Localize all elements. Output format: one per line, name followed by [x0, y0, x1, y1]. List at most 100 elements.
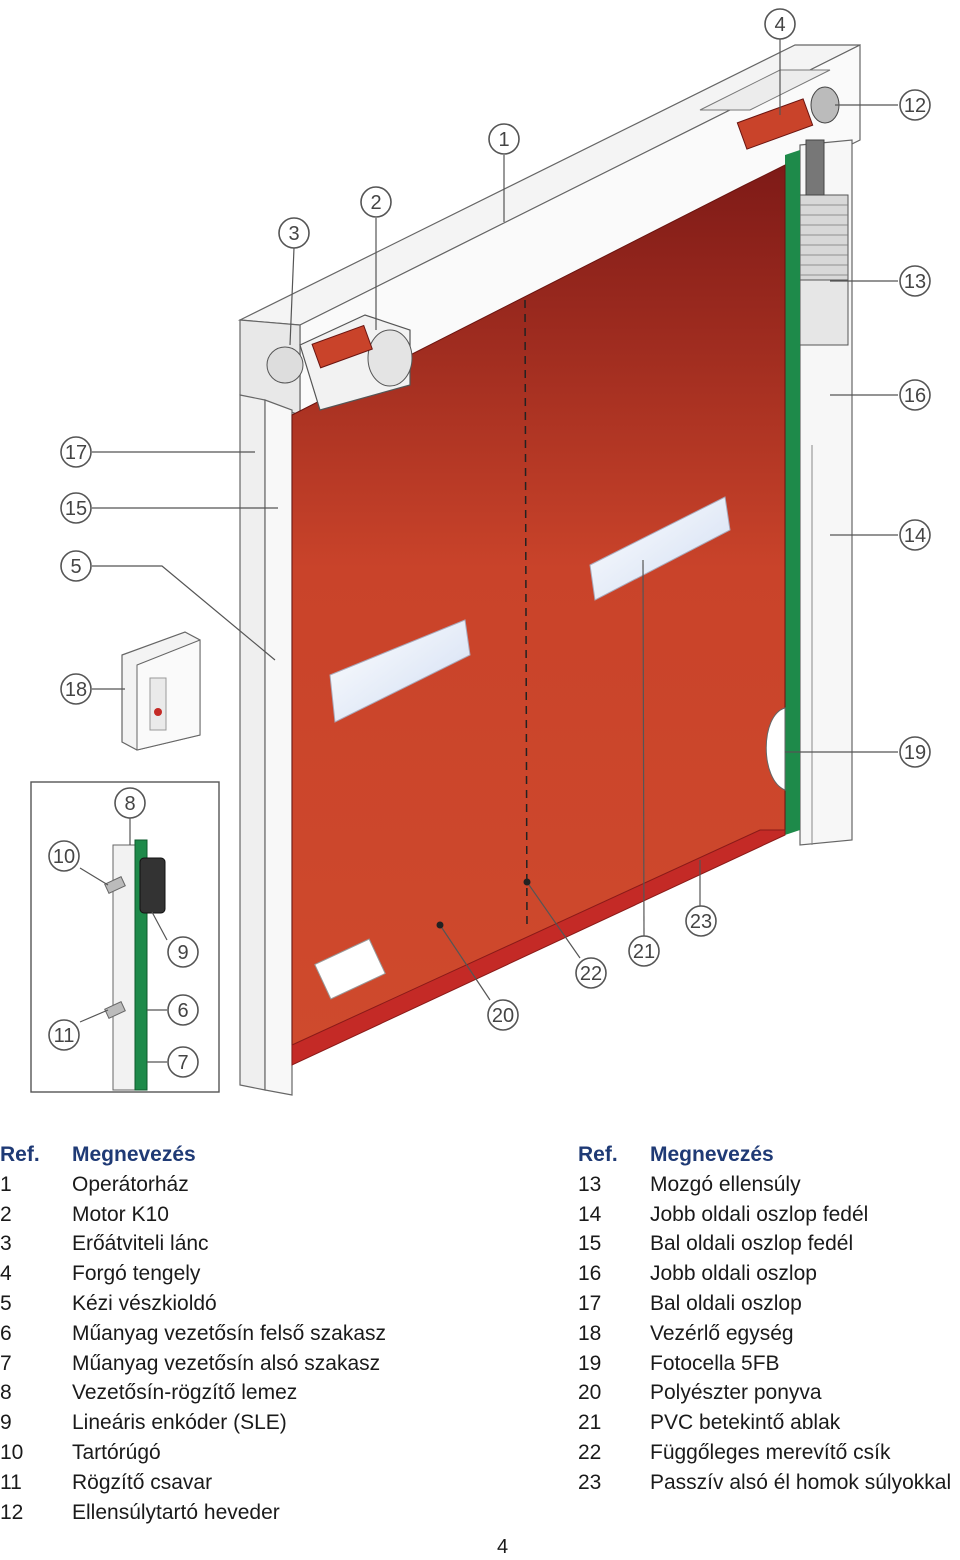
legend-row: 5 Kézi vészkioldó — [0, 1289, 420, 1319]
legend-name: Rögzítő csavar — [72, 1470, 213, 1494]
callout-1: 1 — [488, 123, 520, 155]
callout-13: 13 — [899, 265, 931, 297]
callout-10: 10 — [48, 840, 80, 872]
legend-ref: 7 — [0, 1351, 12, 1375]
legend-ref: 3 — [0, 1232, 12, 1256]
legend-row: 8 Vezetősín-rögzítő lemez — [0, 1378, 420, 1408]
legend-header: Ref. Megnevezés — [578, 1140, 960, 1170]
callout-6: 6 — [167, 994, 199, 1026]
callout-20: 20 — [487, 999, 519, 1031]
legend-ref: 10 — [0, 1440, 24, 1464]
legend-row: 16 Jobb oldali oszlop — [578, 1259, 960, 1289]
legend-ref: 5 — [0, 1291, 12, 1315]
svg-text:22: 22 — [580, 963, 602, 985]
callout-18: 18 — [60, 673, 92, 705]
svg-text:18: 18 — [65, 679, 87, 701]
legend-ref: 20 — [578, 1381, 602, 1405]
svg-text:3: 3 — [288, 223, 299, 245]
callout-11: 11 — [48, 1019, 80, 1051]
control-unit — [121, 631, 201, 751]
legend-name: Ellensúlytartó heveder — [72, 1500, 280, 1524]
callout-2: 2 — [360, 186, 392, 218]
svg-text:7: 7 — [177, 1052, 188, 1074]
svg-text:20: 20 — [492, 1005, 514, 1027]
legend-row: 6 Műanyag vezetősín felső szakasz — [0, 1319, 420, 1349]
legend-row: 22 Függőleges merevítő csík — [578, 1438, 960, 1468]
door-diagram: 1 2 3 4 5 6 7 8 9 10 11 12 13 14 15 16 1… — [30, 8, 931, 1096]
legend-row: 17 Bal oldali oszlop — [578, 1289, 960, 1319]
legend-name: Polyészter ponyva — [650, 1381, 822, 1405]
legend-row: 12 Ellensúlytartó heveder — [0, 1498, 420, 1528]
svg-text:2: 2 — [370, 192, 381, 214]
svg-text:8: 8 — [124, 793, 135, 815]
legend-row: 4 Forgó tengely — [0, 1259, 420, 1289]
legend-name: Műanyag vezetősín felső szakasz — [72, 1321, 386, 1345]
legend-ref: 4 — [0, 1262, 12, 1286]
name-header: Megnevezés — [650, 1143, 774, 1166]
legend-ref: 11 — [0, 1470, 22, 1494]
legend-row: 23 Passzív alsó él homok súlyokkal — [578, 1468, 960, 1498]
callout-9: 9 — [167, 936, 199, 968]
ref-header: Ref. — [578, 1143, 618, 1166]
legend-row: 1 Operátorház — [0, 1170, 420, 1200]
svg-text:23: 23 — [690, 911, 712, 933]
legend-name: Mozgó ellensúly — [650, 1172, 801, 1196]
svg-text:13: 13 — [904, 271, 926, 293]
legend-row: 20 Polyészter ponyva — [578, 1378, 960, 1408]
legend-header: Ref. Megnevezés — [0, 1140, 420, 1170]
legend-ref: 16 — [578, 1262, 602, 1286]
legend-ref: 9 — [0, 1411, 12, 1435]
svg-text:17: 17 — [65, 442, 87, 464]
legend-row: 7 Műanyag vezetősín alsó szakasz — [0, 1349, 420, 1379]
svg-text:19: 19 — [904, 742, 926, 764]
legend-name: Jobb oldali oszlop fedél — [650, 1202, 869, 1226]
legend-name: Passzív alsó él homok súlyokkal — [650, 1470, 952, 1494]
left-column — [239, 394, 293, 1096]
legend-name: Lineáris enkóder (SLE) — [72, 1411, 287, 1435]
legend-ref: 8 — [0, 1381, 12, 1405]
svg-text:16: 16 — [904, 385, 926, 407]
legend-ref: 12 — [0, 1500, 24, 1524]
legend-ref: 15 — [578, 1232, 602, 1256]
legend-name: Kézi vészkioldó — [72, 1291, 217, 1315]
callout-5: 5 — [60, 550, 92, 582]
ref-header: Ref. — [0, 1143, 40, 1166]
callout-14: 14 — [899, 519, 931, 551]
legend-row: 9 Lineáris enkóder (SLE) — [0, 1408, 420, 1438]
callout-19: 19 — [899, 736, 931, 768]
legend-name: Vezetősín-rögzítő lemez — [72, 1381, 298, 1405]
legend-name: Bal oldali oszlop — [650, 1291, 802, 1315]
page-number: 4 — [497, 1536, 509, 1558]
callout-8: 8 — [114, 787, 146, 819]
legend-ref: 14 — [578, 1202, 602, 1226]
legend-name: Jobb oldali oszlop — [650, 1262, 817, 1286]
legend-ref: 22 — [578, 1440, 602, 1464]
name-header: Megnevezés — [72, 1143, 196, 1166]
callout-4: 4 — [764, 8, 796, 40]
legend-row: 14 Jobb oldali oszlop fedél — [578, 1200, 960, 1230]
legend-ref: 17 — [578, 1291, 602, 1315]
legend-ref: 19 — [578, 1351, 602, 1375]
legend-ref: 2 — [0, 1202, 12, 1226]
callout-7: 7 — [167, 1046, 199, 1078]
legend-ref: 23 — [578, 1470, 602, 1494]
svg-text:12: 12 — [904, 95, 926, 117]
legend-name: Vezérlő egység — [650, 1321, 794, 1345]
svg-text:21: 21 — [633, 941, 655, 963]
legend-ref: 1 — [0, 1172, 12, 1196]
legend-ref: 6 — [0, 1321, 12, 1345]
legend-name: Függőleges merevítő csík — [650, 1440, 891, 1464]
legend-name: Műanyag vezetősín alsó szakasz — [72, 1351, 381, 1375]
legend-row: 15 Bal oldali oszlop fedél — [578, 1229, 960, 1259]
legend-name: Forgó tengely — [72, 1262, 201, 1286]
legend-name: Bal oldali oszlop fedél — [650, 1232, 854, 1256]
svg-text:10: 10 — [53, 846, 75, 868]
legend-name: Operátorház — [72, 1172, 189, 1196]
